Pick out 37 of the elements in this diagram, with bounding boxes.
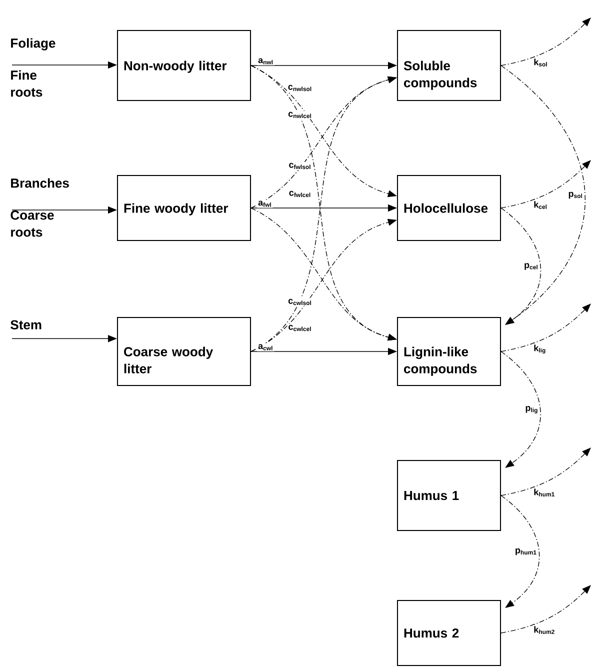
edge-label: a$_{fwl}$	[257, 200, 273, 208]
pool-box: Humus 1	[397, 460, 501, 531]
pool-box: Humus 2	[397, 600, 501, 666]
rate-label: c$_{fwlsol}$	[288, 162, 312, 170]
litter-box: Coarse woody litter	[117, 317, 251, 386]
edge-label: p$_{cel}$	[523, 262, 540, 271]
rate-label: c$_{nwlsol}$	[286, 84, 314, 92]
pool-box: Soluble compounds	[397, 30, 501, 101]
edge-label: a$_{nwl}$	[257, 57, 275, 66]
edge-label: p$_{sol}$	[567, 190, 584, 200]
edge-label: k$_{cel}$	[532, 200, 548, 210]
arrow	[500, 448, 591, 496]
edge-label: k$_{sol}$	[532, 58, 549, 68]
source-label: Stem	[10, 320, 42, 330]
arrow	[500, 585, 591, 634]
arrow	[500, 18, 591, 66]
edge-label: k$_{hum2}$	[532, 625, 556, 635]
source-label: Branches Coarse roots	[10, 178, 69, 237]
rate-label: c$_{nwlcel}$	[287, 110, 313, 120]
source-label: Foliage Fine roots	[11, 38, 56, 97]
arrow	[500, 351, 541, 468]
rate-label: c$_{fwlcel}$	[288, 190, 312, 198]
arrow	[500, 208, 541, 325]
litter-box: Non-woody litter	[117, 30, 251, 101]
arrow	[500, 160, 591, 208]
pool-box: Lignin-like compounds	[397, 317, 501, 386]
edge-label: k$_{hum1}$	[532, 488, 556, 498]
rate-label: c$_{cwlsol}$	[287, 298, 313, 306]
edge-label: p$_{hum1}$	[514, 547, 538, 556]
arrow	[500, 495, 540, 608]
litter-box: Fine woody litter	[117, 175, 251, 241]
rate-label: c$_{cwlcel}$	[287, 324, 313, 332]
arrow	[500, 304, 591, 352]
pool-box: Holocellulose	[397, 175, 501, 241]
edge-label: a$_{cwl}$	[257, 343, 274, 352]
edge-label: k$_{lig}$	[532, 344, 548, 355]
edge-label: p$_{lig}$	[524, 405, 540, 414]
